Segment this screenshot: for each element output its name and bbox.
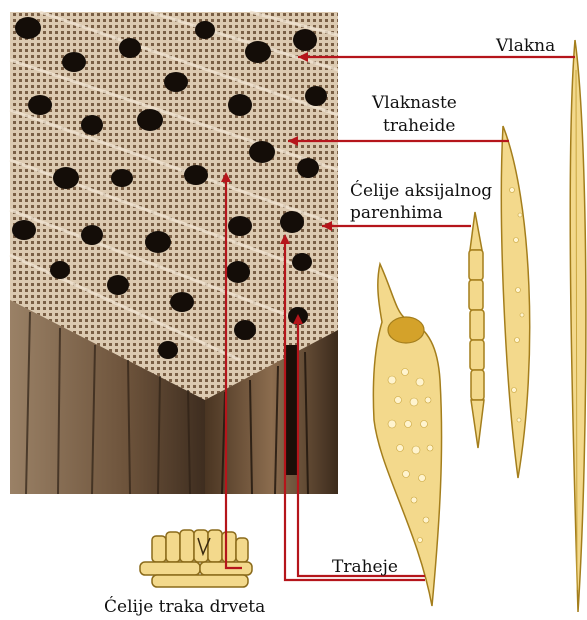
label-ray-cells: Ćelije traka drveta bbox=[104, 598, 265, 617]
label-fibers: Vlakna bbox=[496, 37, 555, 56]
label-axial-parenchyma-line2: parenhima bbox=[350, 204, 443, 223]
label-fiber-tracheids-line1: Vlaknaste bbox=[372, 94, 457, 113]
fiber-tracheid-cell bbox=[501, 126, 529, 478]
label-axial-parenchyma-line1: Ćelije aksijalnog bbox=[350, 182, 492, 201]
wood-micrograph bbox=[10, 12, 338, 494]
vessel-element-cell bbox=[373, 264, 441, 606]
label-fiber-tracheids-line2: traheide bbox=[383, 117, 455, 136]
label-vessels: Traheje bbox=[332, 558, 398, 577]
fiber-cell bbox=[570, 40, 586, 612]
axial-parenchyma-strand bbox=[469, 212, 484, 448]
ray-cells-cluster bbox=[140, 530, 252, 587]
